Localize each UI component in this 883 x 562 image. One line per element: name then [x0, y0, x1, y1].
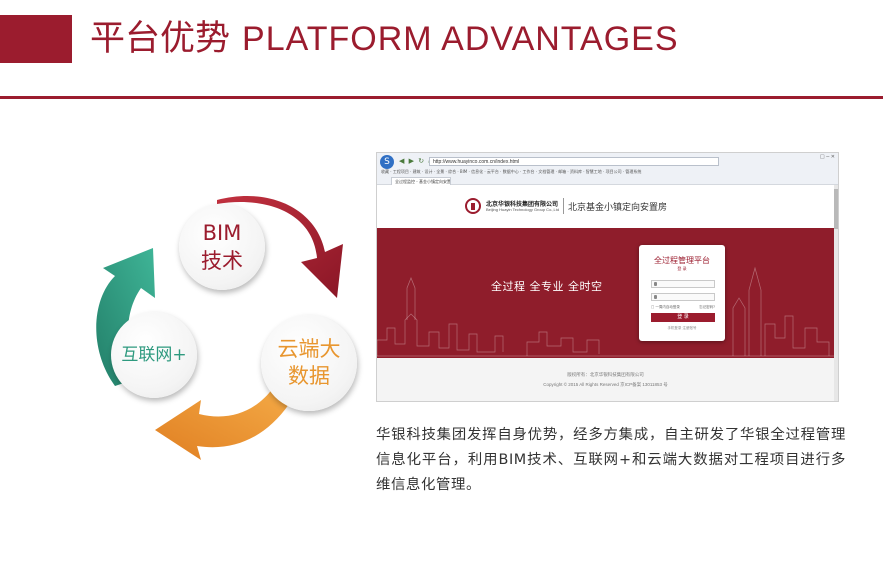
project-name: 北京基金小镇定向安置房 — [568, 203, 668, 213]
user-icon — [654, 282, 657, 286]
login-panel: 全过程管理平台 登 录 □ 一周内自动登录 忘记密码? 登 录 手机登录 注册账… — [639, 245, 725, 341]
description-paragraph: 华银科技集团发挥自身优势，经多方集成，自主研发了华银全过程管理信息化平台，利用B… — [376, 427, 846, 493]
page-title-cn: 平台优势 — [90, 19, 231, 59]
password-field[interactable] — [651, 293, 715, 301]
hero-banner: 全过程 全专业 全时空 — [377, 228, 834, 358]
address-bar[interactable]: http://www.huayinco.com.cn/index.html — [429, 157, 719, 166]
page-title: 平台优势 PLATFORM ADVANTAGES — [90, 14, 679, 64]
company-name-cn: 北京华银科技集团有限公司 — [486, 201, 559, 208]
login-title: 全过程管理平台 — [654, 256, 710, 265]
browser-toolbar: S ◀ ▶ ↻ ⌂ http://www.huayinco.com.cn/ind… — [377, 153, 838, 185]
login-extra-links[interactable]: 手机登录 注册账号 — [667, 326, 697, 330]
cycle-arrows — [96, 195, 343, 460]
browser-tab[interactable]: 全过程监控 - 基金小镇定向安置房 — [391, 177, 451, 185]
scrollbar-thumb[interactable] — [834, 189, 838, 229]
footer-copyright-en: Copyright © 2015 All Rights Reserved 京IC… — [543, 382, 668, 387]
arrow-red — [217, 195, 343, 298]
remember-me-checkbox[interactable]: □ 一周内自动登录 — [651, 305, 680, 309]
lock-icon — [654, 295, 657, 299]
browser-nav-icons[interactable]: ◀ ▶ ↻ ⌂ — [399, 157, 434, 165]
hero-slogan: 全过程 全专业 全时空 — [491, 280, 603, 293]
login-subtitle: 登 录 — [677, 266, 687, 271]
arrow-teal — [96, 248, 155, 386]
internet-plus-node: 互联网+ — [111, 312, 197, 398]
cloud-big-data-node: 云端大 数据 — [261, 315, 357, 411]
browser-logo-icon: S — [380, 155, 394, 169]
platform-screenshot: S ◀ ▶ ↻ ⌂ http://www.huayinco.com.cn/ind… — [376, 152, 839, 402]
bim-technology-label: BIM 技术 — [201, 221, 243, 273]
login-options: □ 一周内自动登录 忘记密码? — [651, 305, 715, 310]
footer-copyright-cn: 版权所有：北京华银科技集团有限公司 — [567, 373, 644, 378]
header-divider — [0, 96, 883, 99]
company-logo-icon — [465, 198, 481, 214]
skyline-illustration — [377, 266, 834, 357]
login-button[interactable]: 登 录 — [651, 313, 715, 322]
site-header: 北京华银科技集团有限公司 Beijing Huayin Technology G… — [377, 186, 834, 228]
bookmarks-bar[interactable]: 收藏 · 工程项目 · 建筑 · 设计 · 全景 · 综合 · BIM · 信息… — [381, 169, 642, 174]
header-accent-block — [0, 15, 72, 63]
username-field[interactable] — [651, 280, 715, 288]
bim-technology-node: BIM 技术 — [179, 204, 265, 290]
page-title-en: PLATFORM ADVANTAGES — [242, 20, 679, 58]
cloud-big-data-label: 云端大 数据 — [277, 337, 341, 388]
arrow-orange — [155, 388, 289, 460]
internet-plus-label: 互联网+ — [121, 345, 187, 365]
window-controls[interactable]: □ ─ ✕ — [819, 154, 835, 160]
forgot-password-link[interactable]: 忘记密码? — [699, 305, 715, 309]
company-name-en: Beijing Huayin Technology Group Co.,Ltd — [486, 207, 560, 212]
cycle-diagram: BIM 技术 互联网+ 云端大 数据 — [85, 190, 365, 465]
header-separator — [563, 198, 564, 214]
site-footer: 版权所有：北京华银科技集团有限公司 Copyright © 2015 All R… — [377, 358, 834, 401]
page-scrollbar[interactable] — [834, 185, 838, 401]
